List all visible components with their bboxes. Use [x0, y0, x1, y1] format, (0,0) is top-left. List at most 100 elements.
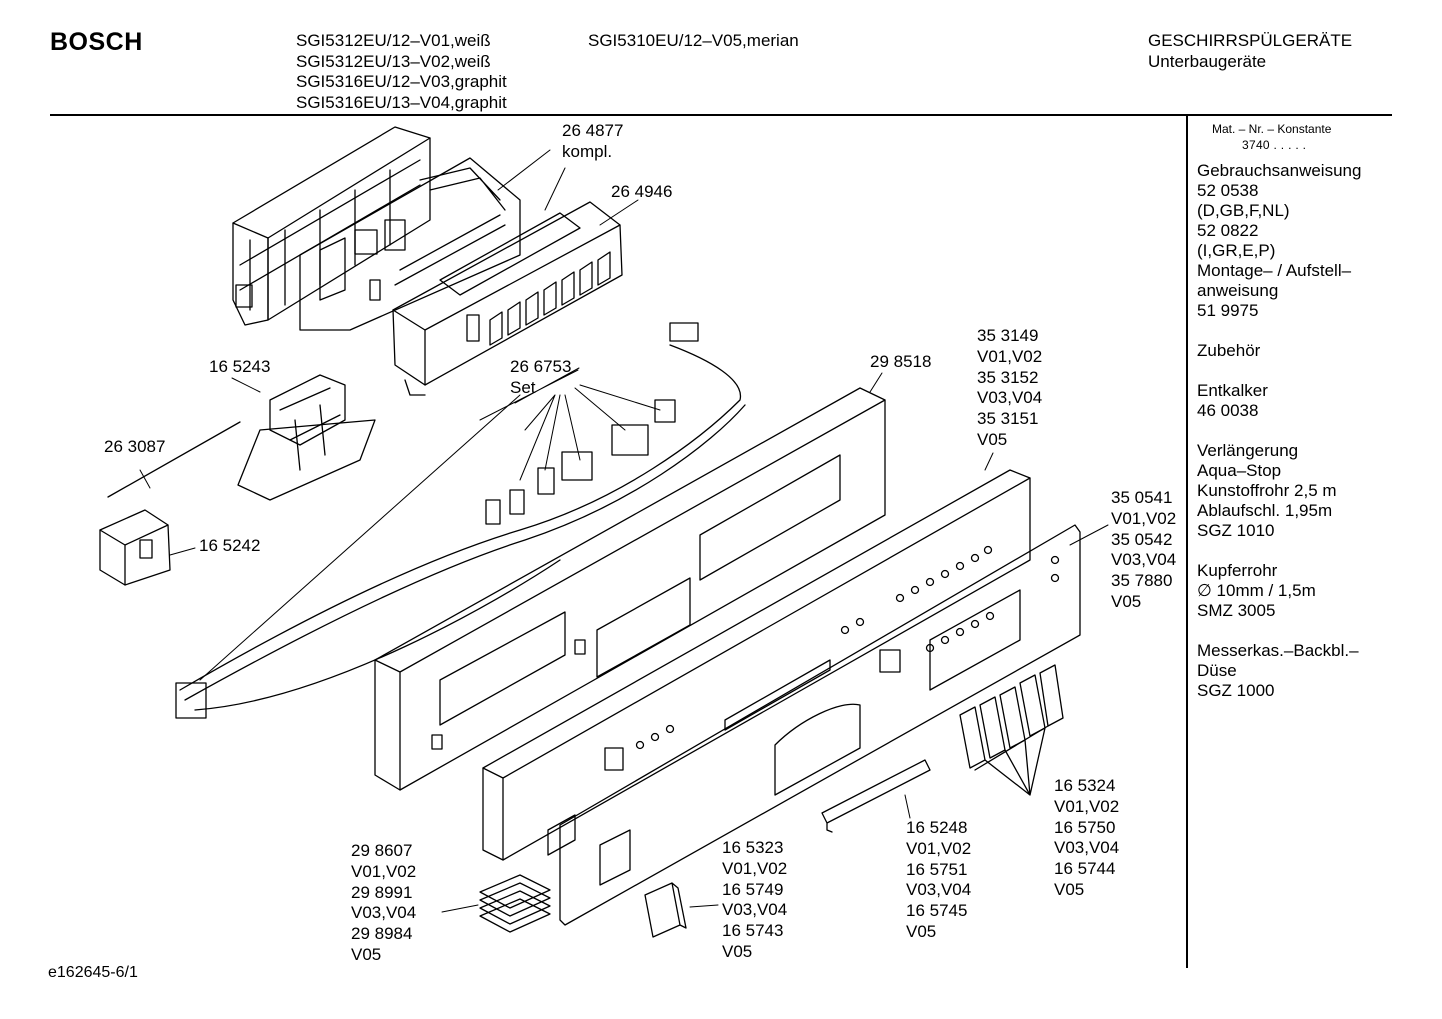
sidebar-line: SGZ 1000	[1197, 681, 1275, 700]
sidebar-line: 46 0038	[1197, 401, 1259, 420]
brand-logo: BOSCH	[50, 28, 143, 56]
part-number: 35 3152	[977, 367, 1039, 387]
sidebar-line: Messerkas.–Backbl.–	[1197, 641, 1359, 660]
part-variant: V01,V02	[906, 838, 972, 858]
sidebar-line: SMZ 3005	[1197, 601, 1276, 620]
callout-264877: 26 4877 kompl.	[562, 121, 623, 163]
leader-lines	[139, 149, 1109, 913]
part-number: 16 5248	[906, 818, 968, 837]
descaler-group: Entkalker 46 0038	[1197, 381, 1392, 421]
sidebar-line: Zubehör	[1197, 341, 1261, 360]
exploded-parts-drawing	[99, 126, 1109, 938]
part-note: Set	[510, 377, 536, 397]
product-category: GESCHIRRSPÜLGERÄTE Unterbaugeräte	[1148, 31, 1352, 72]
part-number: 35 0542	[1111, 529, 1173, 549]
model-line: SGI5312EU/13–V02,weiß	[296, 51, 491, 71]
part-variant: V05	[977, 429, 1008, 449]
sidebar-line: Kupferrohr	[1197, 561, 1278, 580]
cable-harness-part	[175, 322, 746, 719]
model-list-right: SGI5310EU/12–V05,merian	[588, 31, 799, 52]
part-number: 29 8607	[351, 841, 413, 860]
part-variant: V03,V04	[906, 880, 972, 900]
part-number: 26 6753	[510, 357, 572, 376]
front-panel-part	[482, 469, 1031, 861]
part-number: 35 7880	[1111, 571, 1173, 591]
model-line: SGI5312EU/12–V01,weiß	[296, 31, 491, 50]
part-number: 26 4946	[611, 182, 673, 201]
fascia-part	[559, 524, 1081, 926]
part-variant: V05	[906, 921, 937, 941]
callout-264946: 26 4946	[611, 182, 672, 203]
callout-165248: 16 5248 V01,V02 16 5751 V03,V04 16 5745 …	[906, 818, 971, 943]
part-variant: V01,V02	[722, 858, 788, 878]
part-variant: V01,V02	[977, 346, 1043, 366]
callout-350541: 35 0541 V01,V02 35 0542 V03,V04 35 7880 …	[1111, 488, 1176, 613]
sidebar-line: Ablaufschl. 1,95m	[1197, 501, 1333, 520]
control-module-part	[392, 201, 623, 396]
mat-number-constant: 3740 . . . . .	[1242, 138, 1307, 152]
sidebar-line: 51 9975	[1197, 301, 1259, 320]
part-variant: V01,V02	[351, 861, 417, 881]
part-variant: V03,V04	[351, 903, 417, 923]
nozzle-group: Messerkas.–Backbl.– Düse SGZ 1000	[1197, 641, 1392, 701]
mat-number-header: Mat. – Nr. – Konstante	[1212, 122, 1332, 136]
sidebar-line: (I,GR,E,P)	[1197, 241, 1276, 260]
part-number: 16 5243	[209, 357, 271, 376]
callout-165324: 16 5324 V01,V02 16 5750 V03,V04 16 5744 …	[1054, 776, 1119, 901]
sidebar-line: Kunstoffrohr 2,5 m	[1197, 481, 1337, 500]
part-number: 16 5751	[906, 859, 968, 879]
knob-part	[644, 882, 687, 938]
part-number: 26 4877	[562, 121, 624, 140]
sidebar-divider	[1186, 116, 1188, 968]
copper-pipe-group: Kupferrohr ∅ 10mm / 1,5m SMZ 3005	[1197, 561, 1392, 621]
circuit-board-part	[299, 157, 521, 331]
sidebar-line: ∅ 10mm / 1,5m	[1197, 581, 1316, 600]
sidebar-line: SGZ 1010	[1197, 521, 1275, 540]
callout-165242: 16 5242	[199, 536, 260, 557]
callout-165323: 16 5323 V01,V02 16 5749 V03,V04 16 5743 …	[722, 838, 787, 963]
model-list-left: SGI5312EU/12–V01,weiß SGI5312EU/13–V02,w…	[296, 31, 507, 113]
model-line: SGI5316EU/13–V04,graphit	[296, 92, 507, 112]
sidebar-line: 52 0822	[1197, 221, 1259, 240]
part-number: 16 5750	[1054, 817, 1116, 837]
part-number: 16 5745	[906, 901, 968, 921]
part-variant: V05	[1054, 879, 1085, 899]
part-variant: V01,V02	[1111, 508, 1177, 528]
rod-part	[107, 421, 241, 498]
accessories-sidebar: Gebrauchsanweisung 52 0538 (D,GB,F,NL) 5…	[1197, 161, 1392, 721]
callout-263087: 26 3087	[104, 437, 165, 458]
part-number: 16 5242	[199, 536, 261, 555]
part-number: 35 3151	[977, 409, 1039, 429]
callout-266753: 26 6753 Set	[510, 357, 571, 399]
manual-group: Gebrauchsanweisung 52 0538 (D,GB,F,NL) 5…	[1197, 161, 1392, 321]
part-number: 29 8984	[351, 924, 413, 944]
callout-298607: 29 8607 V01,V02 29 8991 V03,V04 29 8984 …	[351, 841, 416, 966]
callout-165243: 16 5243	[209, 357, 270, 378]
base-stack-part	[479, 874, 551, 933]
part-variant: V05	[1111, 591, 1142, 611]
part-number: 29 8991	[351, 882, 413, 902]
callout-353149: 35 3149 V01,V02 35 3152 V03,V04 35 3151 …	[977, 326, 1042, 451]
part-number: 16 5323	[722, 838, 784, 857]
sidebar-line: Düse	[1197, 661, 1237, 680]
part-number: 16 5324	[1054, 776, 1116, 795]
part-note: kompl.	[562, 141, 613, 161]
sidebar-line: Gebrauchsanweisung	[1197, 161, 1362, 180]
part-number: 16 5744	[1054, 859, 1116, 879]
sidebar-line: Montage– / Aufstell–	[1197, 261, 1352, 280]
drawing-id: e162645-6/1	[48, 964, 138, 981]
part-variant: V01,V02	[1054, 796, 1120, 816]
door-switch-part	[99, 509, 171, 586]
part-number: 16 5743	[722, 921, 784, 941]
accessories-group: Zubehör	[1197, 341, 1392, 361]
category-title: GESCHIRRSPÜLGERÄTE	[1148, 31, 1353, 50]
switch-bracket-part	[237, 374, 376, 501]
sidebar-line: 52 0538	[1197, 181, 1259, 200]
part-number: 16 5749	[722, 879, 784, 899]
part-number: 26 3087	[104, 437, 166, 456]
part-number: 35 3149	[977, 326, 1039, 345]
part-number: 35 0541	[1111, 488, 1173, 507]
model-line: SGI5310EU/12–V05,merian	[588, 31, 799, 50]
sidebar-line: anweisung	[1197, 281, 1279, 300]
callout-298518: 29 8518	[870, 352, 931, 373]
